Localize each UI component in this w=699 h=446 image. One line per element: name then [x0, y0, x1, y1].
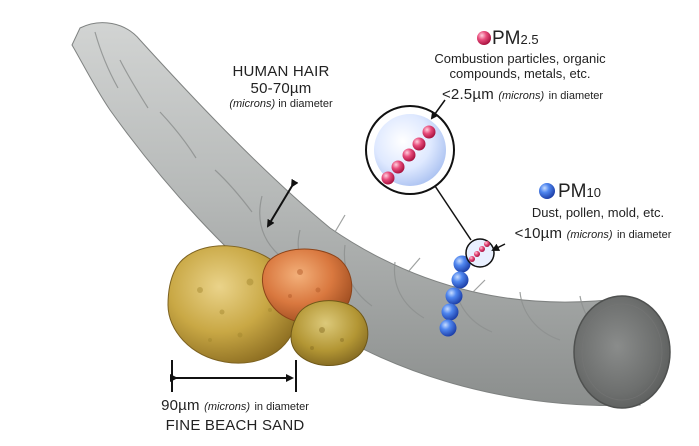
pm25-desc-line2: compounds, metals, etc. [449, 65, 591, 81]
pm10-prefix: PM [558, 181, 587, 202]
pm25-legend-dot [477, 31, 491, 45]
pm10-description: Dust, pollen, mold, etc. [531, 205, 665, 220]
hair-label: HUMAN HAIR 50-70µm (microns) in diameter [186, 63, 376, 110]
sand-unit: (microns) [204, 401, 251, 413]
pm25-subscript: 2.5 [520, 32, 539, 47]
pm10-particles [439, 255, 471, 337]
hair-cross-section [573, 295, 671, 409]
pm25-description: Combustion particles, organic compounds,… [408, 51, 632, 82]
sand-size: 90µm [161, 397, 200, 414]
pm10-legend-dot [539, 183, 555, 199]
magnify-connector [434, 185, 472, 241]
pm25-heading: PM2.5 [492, 28, 562, 50]
pm25-unit: (microns) [498, 90, 545, 102]
pm25-pointer-arrow [430, 99, 446, 120]
pm10-size: <10µm [514, 225, 563, 242]
pm25-small-particles [469, 241, 490, 262]
pm25-size: <2.5µm [441, 86, 494, 103]
pm25-prefix: PM [492, 28, 521, 49]
sand-grains [167, 245, 369, 367]
hair-unit: (microns) [229, 97, 276, 110]
pm25-size-line: <2.5µm (microns) in diameter [420, 86, 625, 104]
pm10-heading: PM10 [558, 181, 628, 203]
pm25-desc-line1: Combustion particles, organic [434, 51, 606, 66]
pm25-magnified-particles [381, 125, 436, 185]
pm10-subscript: 10 [586, 185, 601, 200]
pm10-unit: (microns) [566, 229, 613, 241]
hair-title: HUMAN HAIR [232, 63, 330, 80]
sand-size-line: 90µm (microns) in diameter [128, 397, 342, 415]
pm10-size-line: <10µm (microns) in diameter [494, 225, 692, 243]
sand-title: FINE BEACH SAND [165, 417, 305, 434]
hair-suffix: in diameter [278, 97, 333, 110]
pm25-suffix: in diameter [548, 90, 604, 102]
hair-size: 50-70µm [250, 80, 312, 98]
hair-scales [94, 31, 619, 345]
sand-suffix: in diameter [254, 401, 309, 413]
hair-diameter-arrow [266, 178, 299, 228]
pm10-pointer-arrow [491, 243, 506, 251]
pm10-suffix: in diameter [616, 229, 672, 241]
sand-diameter-arrow [170, 360, 297, 392]
